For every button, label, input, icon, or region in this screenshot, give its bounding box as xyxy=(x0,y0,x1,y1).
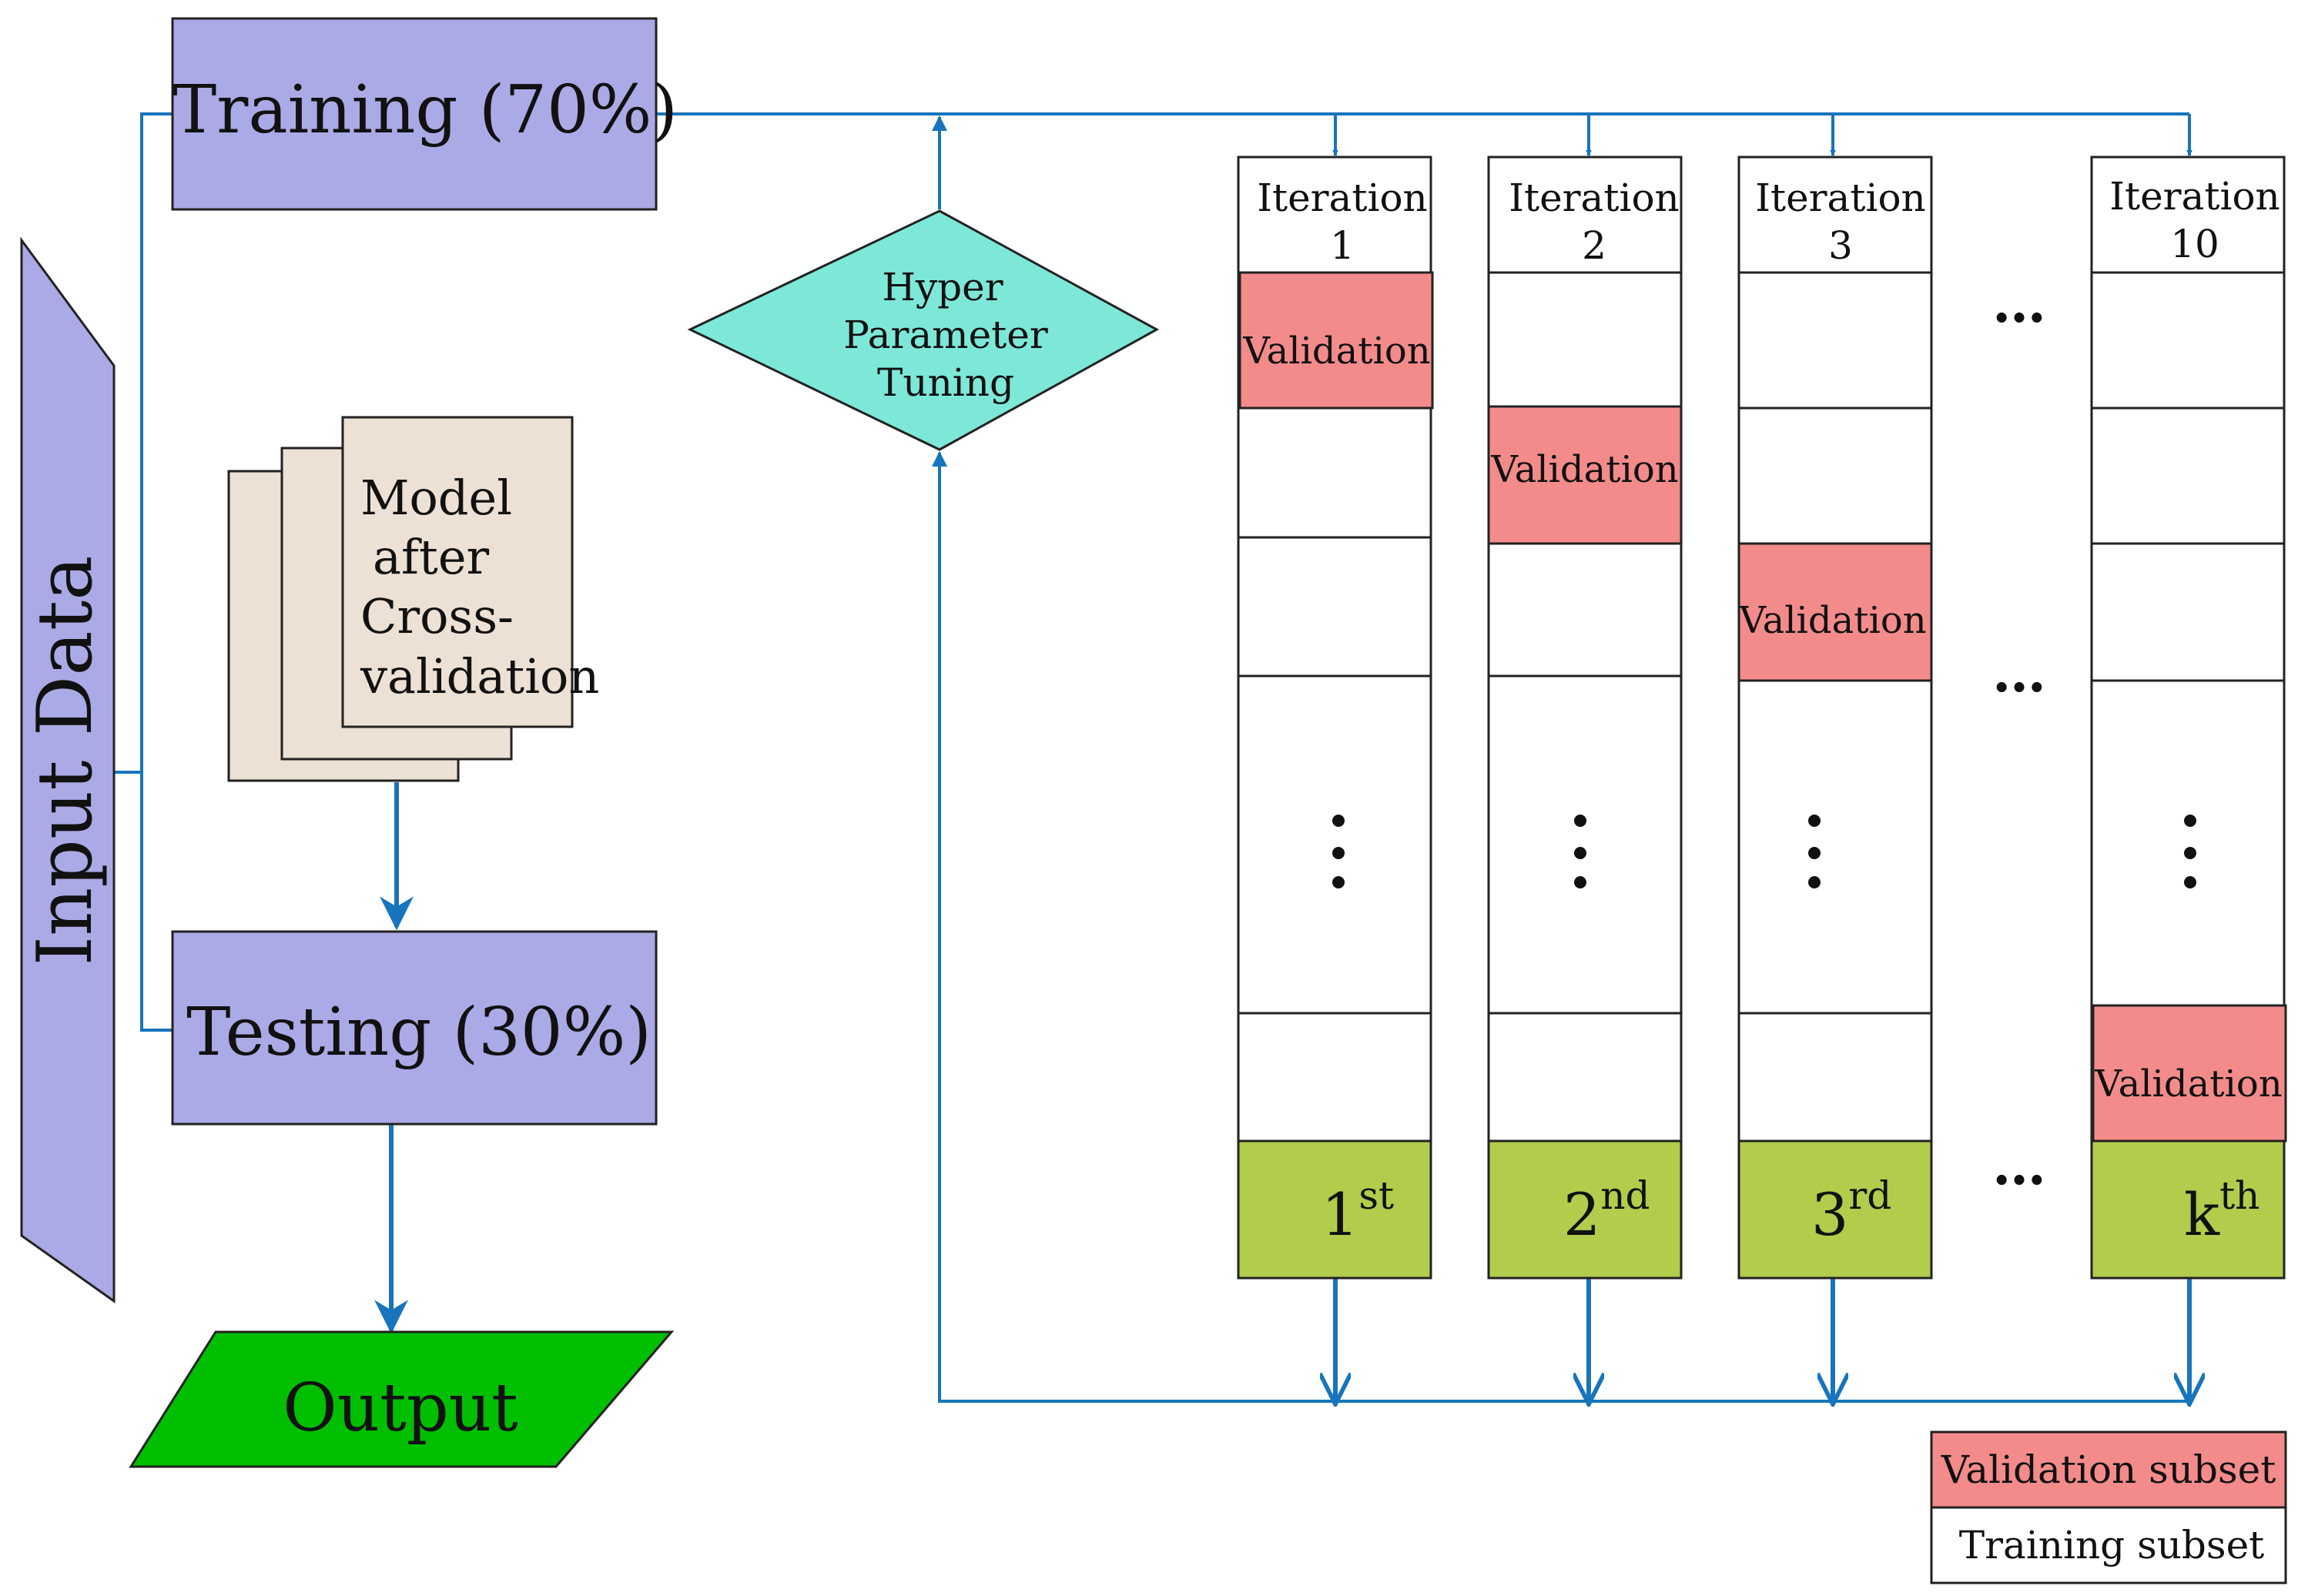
hyper-line-1: Hyper xyxy=(882,265,1003,309)
training-box: Training (70%) xyxy=(171,17,678,211)
input-to-testing-line xyxy=(140,772,173,1032)
fold-base: 3 xyxy=(1811,1180,1848,1249)
validation-subset xyxy=(2092,1004,2287,1143)
validation-subset xyxy=(1487,405,1683,545)
fold-cell xyxy=(1487,1139,1683,1280)
return-line xyxy=(932,451,2189,1403)
model-card-stack: Model after Cross- validation xyxy=(227,416,599,782)
input-to-training-line xyxy=(114,112,173,774)
iteration-header xyxy=(1737,156,1933,274)
legend-validation-label: Validation subset xyxy=(1941,1447,2276,1492)
iteration-title: Iteration xyxy=(1257,176,1428,220)
iteration-title: Iteration xyxy=(2109,174,2280,219)
iteration-number: 10 xyxy=(2170,222,2219,266)
iteration-column-2: Iteration 2 Validation 2nd xyxy=(1487,156,1683,1280)
validation-label: Validation xyxy=(2094,1062,2282,1106)
fold-suffix: rd xyxy=(1848,1173,1891,1218)
iteration-body xyxy=(1237,271,1432,1143)
vertical-ellipsis xyxy=(1808,815,1821,888)
testing-box: Testing (30%) xyxy=(171,930,658,1126)
fold-label: kth xyxy=(2184,1173,2259,1249)
model-card-front xyxy=(341,416,574,728)
iteration-number: 2 xyxy=(1582,223,1606,268)
model-line-1: Model xyxy=(360,470,512,526)
output-shape: Output xyxy=(129,1330,675,1468)
vertical-ellipsis xyxy=(1332,815,1345,888)
iteration-column-10: Iteration 10 Validation kth xyxy=(2090,156,2287,1280)
iteration-header xyxy=(2090,156,2286,274)
validation-label: Validation xyxy=(1242,330,1430,373)
iteration-title: Iteration xyxy=(1755,176,1926,220)
validation-subset xyxy=(1238,271,1434,410)
testing-label: Testing (30%) xyxy=(186,994,652,1071)
iteration-header xyxy=(1487,156,1683,274)
vertical-ellipsis xyxy=(2184,815,2196,888)
validation-subset xyxy=(1737,542,1933,682)
fold-base: k xyxy=(2184,1180,2220,1249)
fold-label: 3rd xyxy=(1811,1173,1891,1249)
iteration-header xyxy=(1237,156,1432,274)
fold-cell xyxy=(1237,1139,1432,1280)
fold-suffix: th xyxy=(2219,1173,2259,1218)
iteration-number: 3 xyxy=(1828,223,1853,268)
legend-training-swatch xyxy=(1930,1506,2287,1584)
vertical-ellipsis xyxy=(1574,815,1586,888)
output-label: Output xyxy=(283,1370,518,1447)
validation-label: Validation xyxy=(1490,448,1678,491)
legend-training-label: Training subset xyxy=(1959,1523,2265,1568)
legend-validation-swatch xyxy=(1930,1430,2287,1509)
horizontal-ellipsis-bottom: … xyxy=(1992,1133,2046,1197)
model-line-4: validation xyxy=(360,648,599,704)
fold-label: 2nd xyxy=(1563,1173,1650,1249)
iteration-column-1: Iteration 1 Validation 1st xyxy=(1237,156,1434,1280)
fold-suffix: nd xyxy=(1600,1173,1650,1218)
horizontal-ellipsis-middle: … xyxy=(1992,641,2046,704)
iteration-body xyxy=(1487,271,1683,1143)
iteration-number: 1 xyxy=(1330,223,1355,268)
fold-label: 1st xyxy=(1322,1173,1394,1249)
fold-cell xyxy=(1737,1139,1933,1280)
fold-base: 1 xyxy=(1322,1180,1358,1249)
validation-label: Validation xyxy=(1738,599,1926,642)
iteration-column-3: Iteration 3 Validation 3rd xyxy=(1737,156,1933,1280)
hyper-line-3: Tuning xyxy=(877,360,1014,405)
model-line-3: Cross- xyxy=(360,588,514,644)
horizontal-ellipsis-top: … xyxy=(1992,271,2046,335)
model-line-2: after xyxy=(373,529,490,585)
fold-suffix: st xyxy=(1358,1173,1394,1218)
legend: Validation subset Training subset xyxy=(1930,1430,2287,1584)
hyper-parameter-diamond: Hyper Parameter Tuning xyxy=(687,209,1160,451)
hyper-line-2: Parameter xyxy=(843,313,1048,357)
iteration-title: Iteration xyxy=(1509,176,1680,220)
fold-base: 2 xyxy=(1563,1180,1600,1249)
fold-cell xyxy=(2090,1139,2286,1280)
iteration-body xyxy=(1737,271,1933,1143)
input-data-label: Input Data xyxy=(22,555,109,965)
input-data-shape: Input Data xyxy=(20,236,116,1303)
training-label: Training (70%) xyxy=(173,72,678,149)
connectors xyxy=(114,112,2189,1403)
